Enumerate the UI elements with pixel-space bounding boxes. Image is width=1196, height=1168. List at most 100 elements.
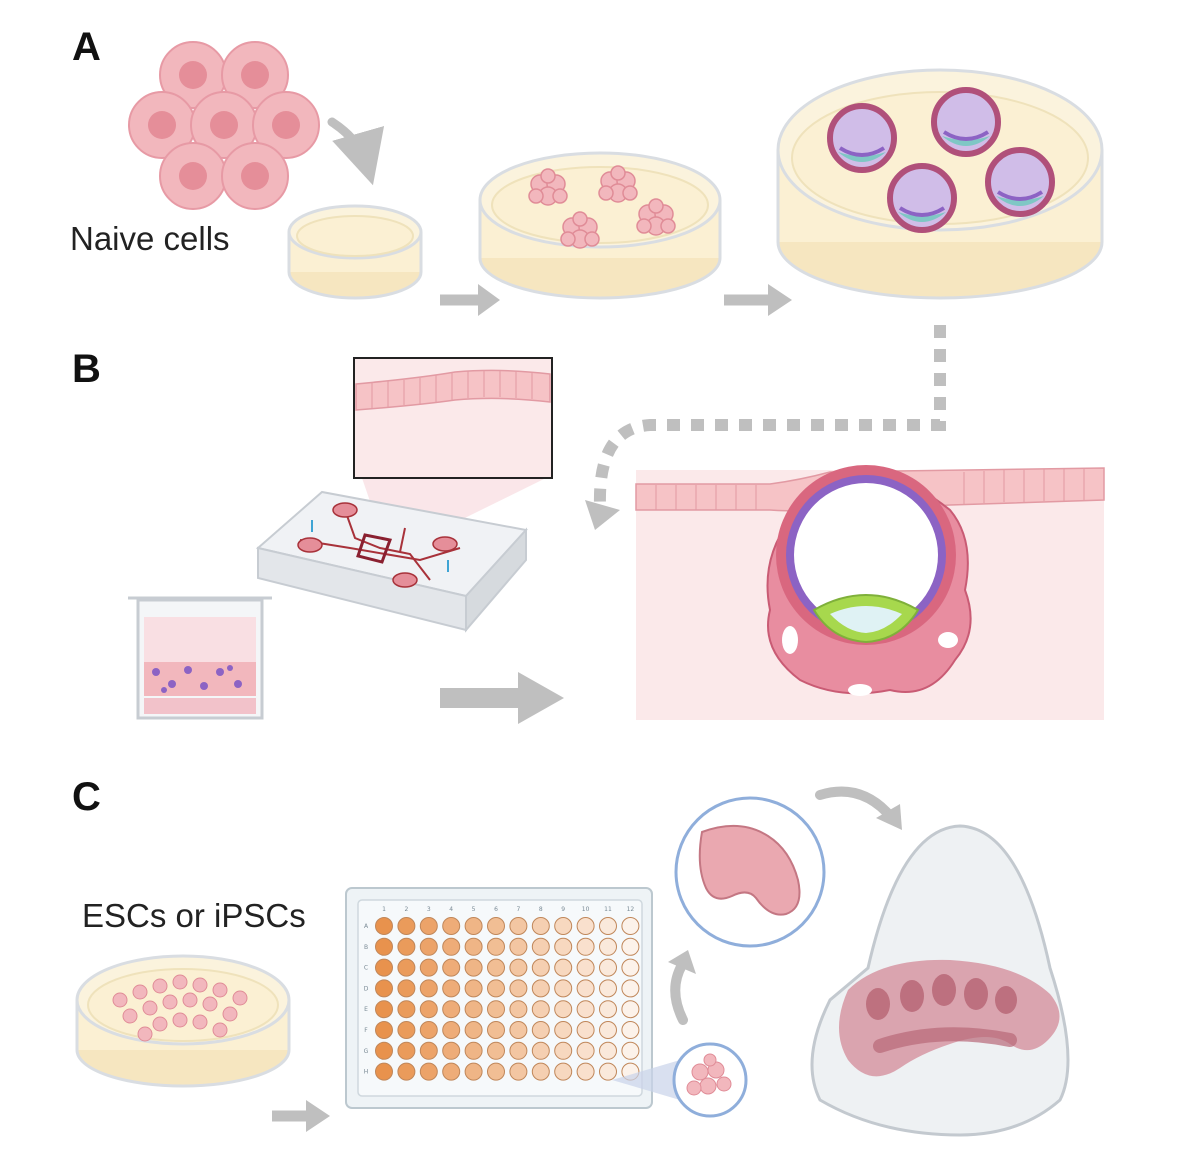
microfluidic-chip-icon <box>255 490 528 633</box>
plate-column-label: 2 <box>404 906 408 913</box>
plate-row-label: C <box>364 965 368 972</box>
curved-arrowhead-icon <box>876 804 902 830</box>
plate-row-label: E <box>364 1006 368 1013</box>
plate-well <box>397 917 416 935</box>
plate-well <box>464 937 483 956</box>
aggregate-zoom-icon <box>612 1042 748 1118</box>
plate-well <box>375 937 393 956</box>
plate-well <box>419 979 438 998</box>
plate-well <box>554 1000 573 1019</box>
plate-column-label: 12 <box>627 906 635 913</box>
plate-well <box>464 1000 483 1019</box>
plate-well <box>576 1021 595 1039</box>
plate-well <box>464 917 483 935</box>
plate-well <box>375 917 393 935</box>
plate-well <box>576 937 595 956</box>
plate-well <box>576 1041 595 1060</box>
curved-arrow-icon <box>815 786 897 823</box>
plate-well <box>509 937 528 956</box>
plate-well <box>442 1021 461 1039</box>
plate-well <box>419 1000 438 1019</box>
dotted-arrow-icon <box>593 325 946 506</box>
plate-well <box>621 1021 640 1039</box>
plate-well <box>464 1041 483 1060</box>
plate-well <box>554 958 573 977</box>
panel-a-letter: A <box>72 25 101 69</box>
plate-well <box>419 1021 438 1039</box>
plate-well <box>397 1041 416 1060</box>
plate-well <box>599 937 617 956</box>
plate-well <box>531 1041 550 1060</box>
plate-well <box>419 937 438 956</box>
plate-well <box>576 1000 595 1019</box>
arrow-icon <box>272 1100 330 1132</box>
arrow-icon <box>440 672 564 724</box>
plate-row-label: F <box>364 1027 368 1034</box>
plate-well <box>621 979 640 998</box>
plate-well <box>576 1062 595 1081</box>
plate-well <box>487 1021 505 1039</box>
plate-row-label: B <box>364 944 368 951</box>
plate-well <box>442 958 461 977</box>
plate-well <box>464 979 483 998</box>
plate-well <box>531 1021 550 1039</box>
panel-c-letter: C <box>72 775 101 819</box>
plate-well <box>531 979 550 998</box>
blastoid-icon <box>827 87 1055 233</box>
naive-cells-caption: Naive cells <box>70 220 230 257</box>
plate-well <box>621 937 640 956</box>
plate-column-label: 5 <box>472 906 476 913</box>
plate-well <box>509 979 528 998</box>
implanting-embryo-icon <box>635 465 1105 720</box>
plate-well <box>531 917 550 935</box>
plate-well <box>599 1000 617 1019</box>
plate-well <box>621 958 640 977</box>
plate-well <box>554 1062 573 1081</box>
plate-well <box>464 1062 483 1081</box>
plate-well <box>531 1000 550 1019</box>
plate-well <box>599 917 617 935</box>
plate-well <box>487 1062 505 1081</box>
plate-row-label: A <box>364 923 369 930</box>
curved-arrow-icon <box>670 960 688 1025</box>
plate-well <box>397 1021 416 1039</box>
plate-column-label: 10 <box>582 906 590 913</box>
plate-well <box>464 958 483 977</box>
plate-well <box>554 1021 573 1039</box>
plate-column-label: 7 <box>516 906 520 913</box>
plate-column-label: 1 <box>382 906 386 913</box>
plate-well <box>375 1021 393 1039</box>
panel-b-letter: B <box>72 347 101 391</box>
plate-well <box>599 1021 617 1039</box>
plate-column-label: 6 <box>494 906 498 913</box>
plate-well <box>531 1062 550 1081</box>
plate-well <box>509 958 528 977</box>
plate-well <box>531 937 550 956</box>
plate-well <box>397 1062 416 1081</box>
plate-well <box>509 1021 528 1039</box>
plate-column-label: 11 <box>604 906 612 913</box>
plate-well <box>487 917 505 935</box>
uterus-model-icon <box>810 824 1070 1137</box>
plate-well <box>442 1041 461 1060</box>
plate-well <box>419 1041 438 1060</box>
plate-well <box>509 917 528 935</box>
plate-well <box>375 1000 393 1019</box>
plate-well <box>464 1021 483 1039</box>
plate-well <box>375 958 393 977</box>
curved-arrow-icon <box>327 117 385 186</box>
plate-well <box>487 958 505 977</box>
plate-well <box>509 1000 528 1019</box>
plate-column-label: 4 <box>449 906 453 913</box>
plate-well <box>509 1041 528 1060</box>
plate-well <box>397 937 416 956</box>
organoid-icon <box>674 796 826 948</box>
plate-well <box>576 958 595 977</box>
plate-well <box>621 917 640 935</box>
plate-well <box>487 979 505 998</box>
plate-well <box>442 917 461 935</box>
plate-well <box>554 979 573 998</box>
plate-well <box>599 979 617 998</box>
plate-well <box>397 958 416 977</box>
